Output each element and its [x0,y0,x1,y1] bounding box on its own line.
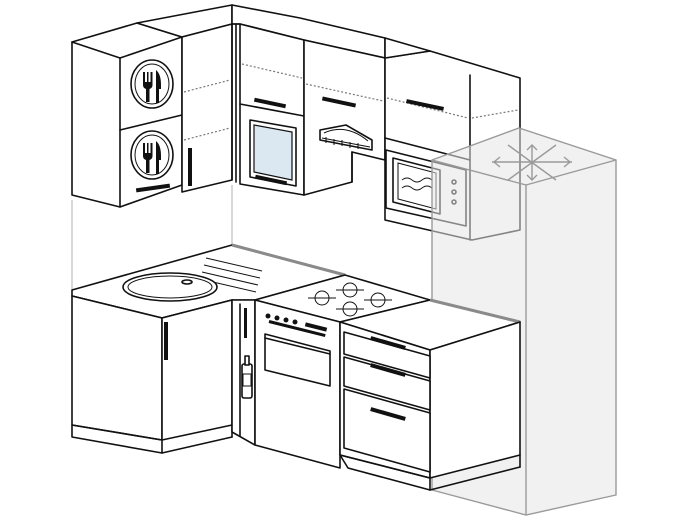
bottle-icon [241,355,253,399]
drawer-cabinet [339,321,521,491]
range-hood [319,124,373,151]
drawer [343,356,431,411]
sink [122,272,218,302]
fork-knife-icon [130,59,174,109]
sink-base-cabinet [71,295,233,454]
back-wall [71,185,233,295]
oven-door [264,320,331,387]
fork-knife-icon [130,130,174,180]
narrow-base-cabinet [231,299,256,446]
snowflake-icon [492,144,572,181]
drawer [343,388,431,473]
gas-stove [254,299,341,469]
glass-door [249,119,297,187]
left-wall-cabinet [71,4,233,208]
countertops [71,243,521,351]
middle-wall-cabinets [231,4,386,196]
drawer [343,331,431,379]
